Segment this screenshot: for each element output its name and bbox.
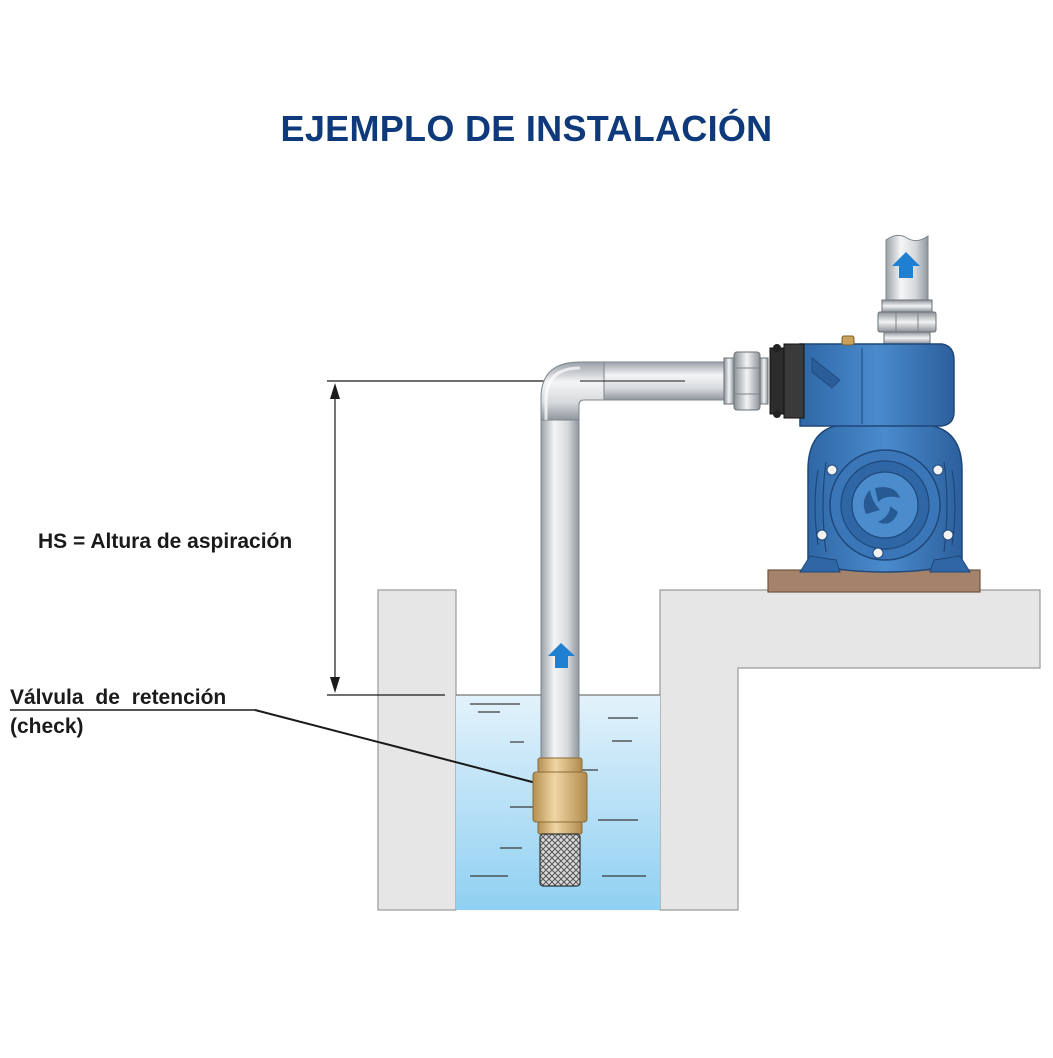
check-valve — [532, 757, 588, 835]
suction-height-dimension — [327, 380, 545, 696]
suction-height-label: HS = Altura de aspiración — [38, 530, 293, 553]
up-arrow-icon — [892, 252, 920, 278]
water-ripples — [470, 703, 646, 877]
check-valve-label: Válvula de retención — [10, 686, 227, 709]
pump-base — [767, 569, 981, 593]
suction-pipe — [540, 361, 727, 766]
mesh-strainer-icon — [539, 833, 581, 887]
valve-leader-line — [254, 709, 541, 785]
up-arrow-icon — [548, 643, 575, 668]
check-valve-sublabel: (check) — [10, 715, 84, 738]
pump — [769, 335, 971, 573]
pipe-union-nut — [723, 351, 769, 411]
page-title: EJEMPLO DE INSTALACIÓN — [280, 108, 773, 149]
discharge-pipe — [877, 234, 937, 345]
ground-walls — [377, 589, 1041, 911]
